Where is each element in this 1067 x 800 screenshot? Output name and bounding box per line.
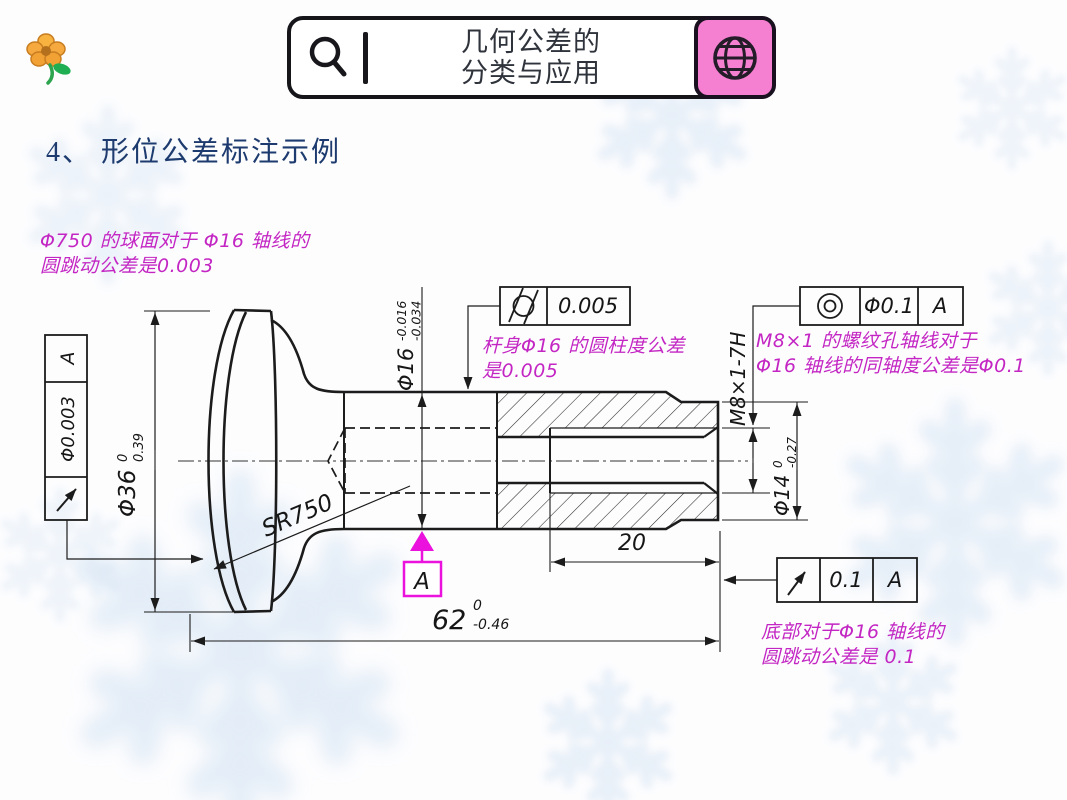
frame-coaxiality-datum: A (931, 294, 947, 318)
dim-d62-text: 62 (432, 605, 466, 636)
frame-left-runout-value: Φ0.003 (58, 396, 79, 462)
shaft-profile (344, 390, 720, 531)
caret-bar (363, 31, 368, 84)
dim-d20-text: 20 (618, 531, 646, 556)
frame-cylindricity-leader (463, 305, 500, 390)
dim-thread-text: M8×1-7H (726, 332, 750, 426)
frame-cylindricity-value: 0.005 (558, 294, 618, 318)
dim-d16-text: Φ16 (394, 348, 418, 391)
datum-label: A (412, 569, 430, 595)
note-line: Φ750 的球面对于 Φ16 轴线的 (40, 230, 310, 252)
dim-d36-lower: 0.39 (132, 433, 147, 462)
frame-bottom-runout-value: 0.1 (829, 568, 862, 592)
datum-feature-a: A (402, 531, 443, 598)
dim-d16: Φ16 -0.016 -0.034 (394, 287, 427, 528)
dim-d36-text: Φ36 (115, 470, 141, 517)
circular-runout-icon (787, 571, 806, 596)
dim-d62-lower: -0.46 (473, 617, 509, 633)
sr750-text: SR750 (258, 489, 337, 542)
dim-d62-upper: 0 (473, 598, 482, 614)
dim-d20: 20 (551, 531, 719, 567)
hidden-hole-lines (327, 427, 497, 494)
page-title: 几何公差的 分类与应用 (368, 27, 772, 89)
dim-d14: Φ14 0 -0.27 (770, 402, 802, 520)
frame-left-runout: Φ0.003 A (44, 334, 204, 564)
page-title-line2: 分类与应用 (461, 57, 601, 88)
dim-d14-text: Φ14 (770, 475, 794, 516)
sr750-callout: SR750 (213, 485, 411, 570)
note-line: 杆身Φ16 的圆柱度公差 (482, 335, 686, 357)
note-line: 圆跳动公差是 0.1 (761, 646, 917, 669)
section-hatching (497, 392, 718, 529)
dim-d14-lower: -0.27 (785, 437, 799, 468)
note-line: M8×1 的螺纹孔轴线对于 (756, 330, 978, 352)
globe-icon (713, 35, 757, 80)
circular-runout-icon (56, 488, 77, 512)
note-line: 圆跳动公差是0.003 (40, 255, 214, 278)
frame-bottom-runout-datum: A (886, 568, 902, 592)
title-bar: 几何公差的 分类与应用 (287, 16, 776, 99)
note-sphere-runout: Φ750 的球面对于 Φ16 轴线的 圆跳动公差是0.003 (40, 229, 309, 279)
extension-lines (144, 310, 808, 652)
dim-thread: M8×1-7H (726, 332, 758, 493)
frame-left-runout-leader (66, 520, 204, 564)
note-line: Φ16 轴线的同轴度公差是Φ0.1 (756, 355, 1026, 378)
note-line: 底部对于Φ16 轴线的 (761, 621, 945, 643)
note-cylindricity: 杆身Φ16 的圆柱度公差 是0.005 (482, 334, 685, 384)
dim-d36: Φ36 0 0.39 (115, 311, 160, 612)
frame-cylindricity: 0.005 (463, 286, 631, 390)
flower-icon (26, 33, 71, 85)
concentricity-icon (817, 293, 843, 319)
section-heading: 4、 形位公差标注示例 (46, 137, 342, 168)
page-title-line1: 几何公差的 (461, 26, 601, 57)
threaded-hole-section (497, 426, 719, 495)
globe-tile (694, 16, 776, 99)
note-coaxiality: M8×1 的螺纹孔轴线对于 Φ16 轴线的同轴度公差是Φ0.1 (756, 329, 1026, 379)
note-bottom-runout: 底部对于Φ16 轴线的 圆跳动公差是 0.1 (761, 620, 945, 670)
frame-coaxiality-value: Φ0.1 (864, 294, 914, 318)
frame-coaxiality-leader (748, 305, 800, 426)
frame-bottom-runout: 0.1 A (723, 557, 918, 603)
dim-d16-lower: -0.034 (409, 301, 424, 341)
dim-d62: 62 0 -0.46 (191, 598, 719, 646)
frame-coaxiality: Φ0.1 A (748, 286, 964, 426)
note-line: 是0.005 (482, 360, 559, 383)
frame-left-runout-datum: A (57, 352, 79, 367)
dim-d14-upper: 0 (771, 460, 785, 468)
cylindricity-icon (508, 287, 539, 325)
search-icon (309, 36, 347, 76)
dim-d36-upper: 0 (116, 454, 131, 462)
dim-d16-upper: -0.016 (394, 301, 409, 341)
